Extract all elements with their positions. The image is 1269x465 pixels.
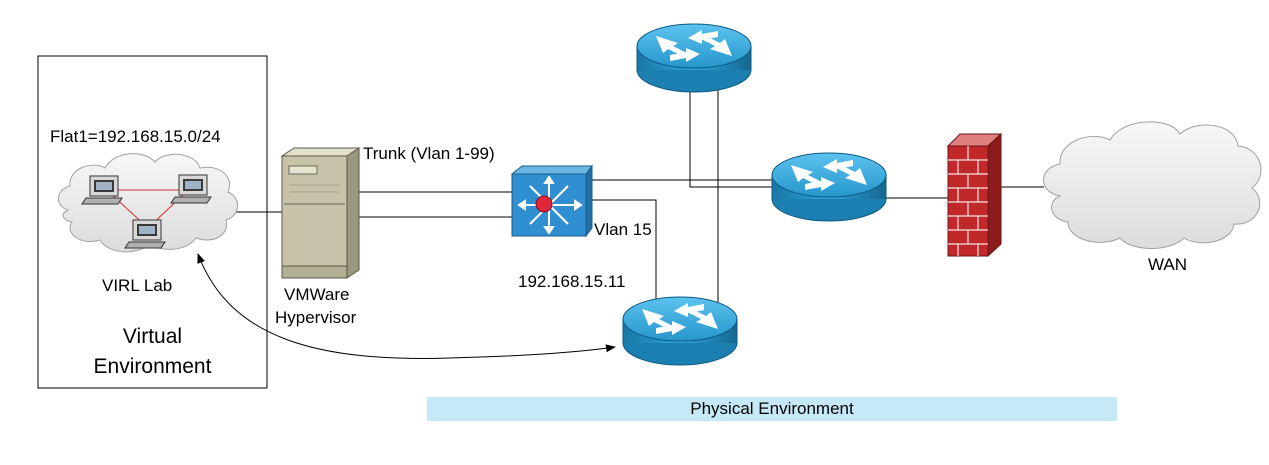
multilayer-switch-icon (510, 164, 593, 238)
virtual-environment-frame (37, 55, 268, 389)
vlan-label: Vlan 15 (594, 220, 652, 239)
virtual-physical-link-arrow (197, 253, 616, 359)
connection-lines (234, 88, 1044, 325)
wan-label: WAN (1148, 255, 1188, 274)
router-icon (636, 23, 752, 93)
hypervisor-label-line2: Hypervisor (275, 308, 357, 327)
flat-network-label: Flat1=192.168.15.0/24 (50, 127, 221, 146)
ip-address-label: 192.168.15.11 (518, 272, 626, 291)
trunk-label: Trunk (Vlan 1-99) (363, 144, 495, 163)
wan-cloud-icon (1043, 121, 1262, 249)
virl-lab-label: VIRL Lab (102, 276, 173, 295)
virtual-environment-label-line1: Virtual (122, 325, 183, 348)
physical-environment-label: Physical Environment (690, 399, 854, 418)
hypervisor-label-line1: VMWare (284, 285, 350, 304)
server-icon (280, 147, 361, 279)
router-icon (771, 152, 887, 222)
virtual-environment-label-line2: Environment (93, 355, 212, 378)
virl-lab-cloud-icon (58, 153, 238, 253)
firewall-icon (946, 132, 1003, 258)
router-icon (622, 296, 738, 366)
physical-environment-banner: Physical Environment (427, 397, 1117, 421)
